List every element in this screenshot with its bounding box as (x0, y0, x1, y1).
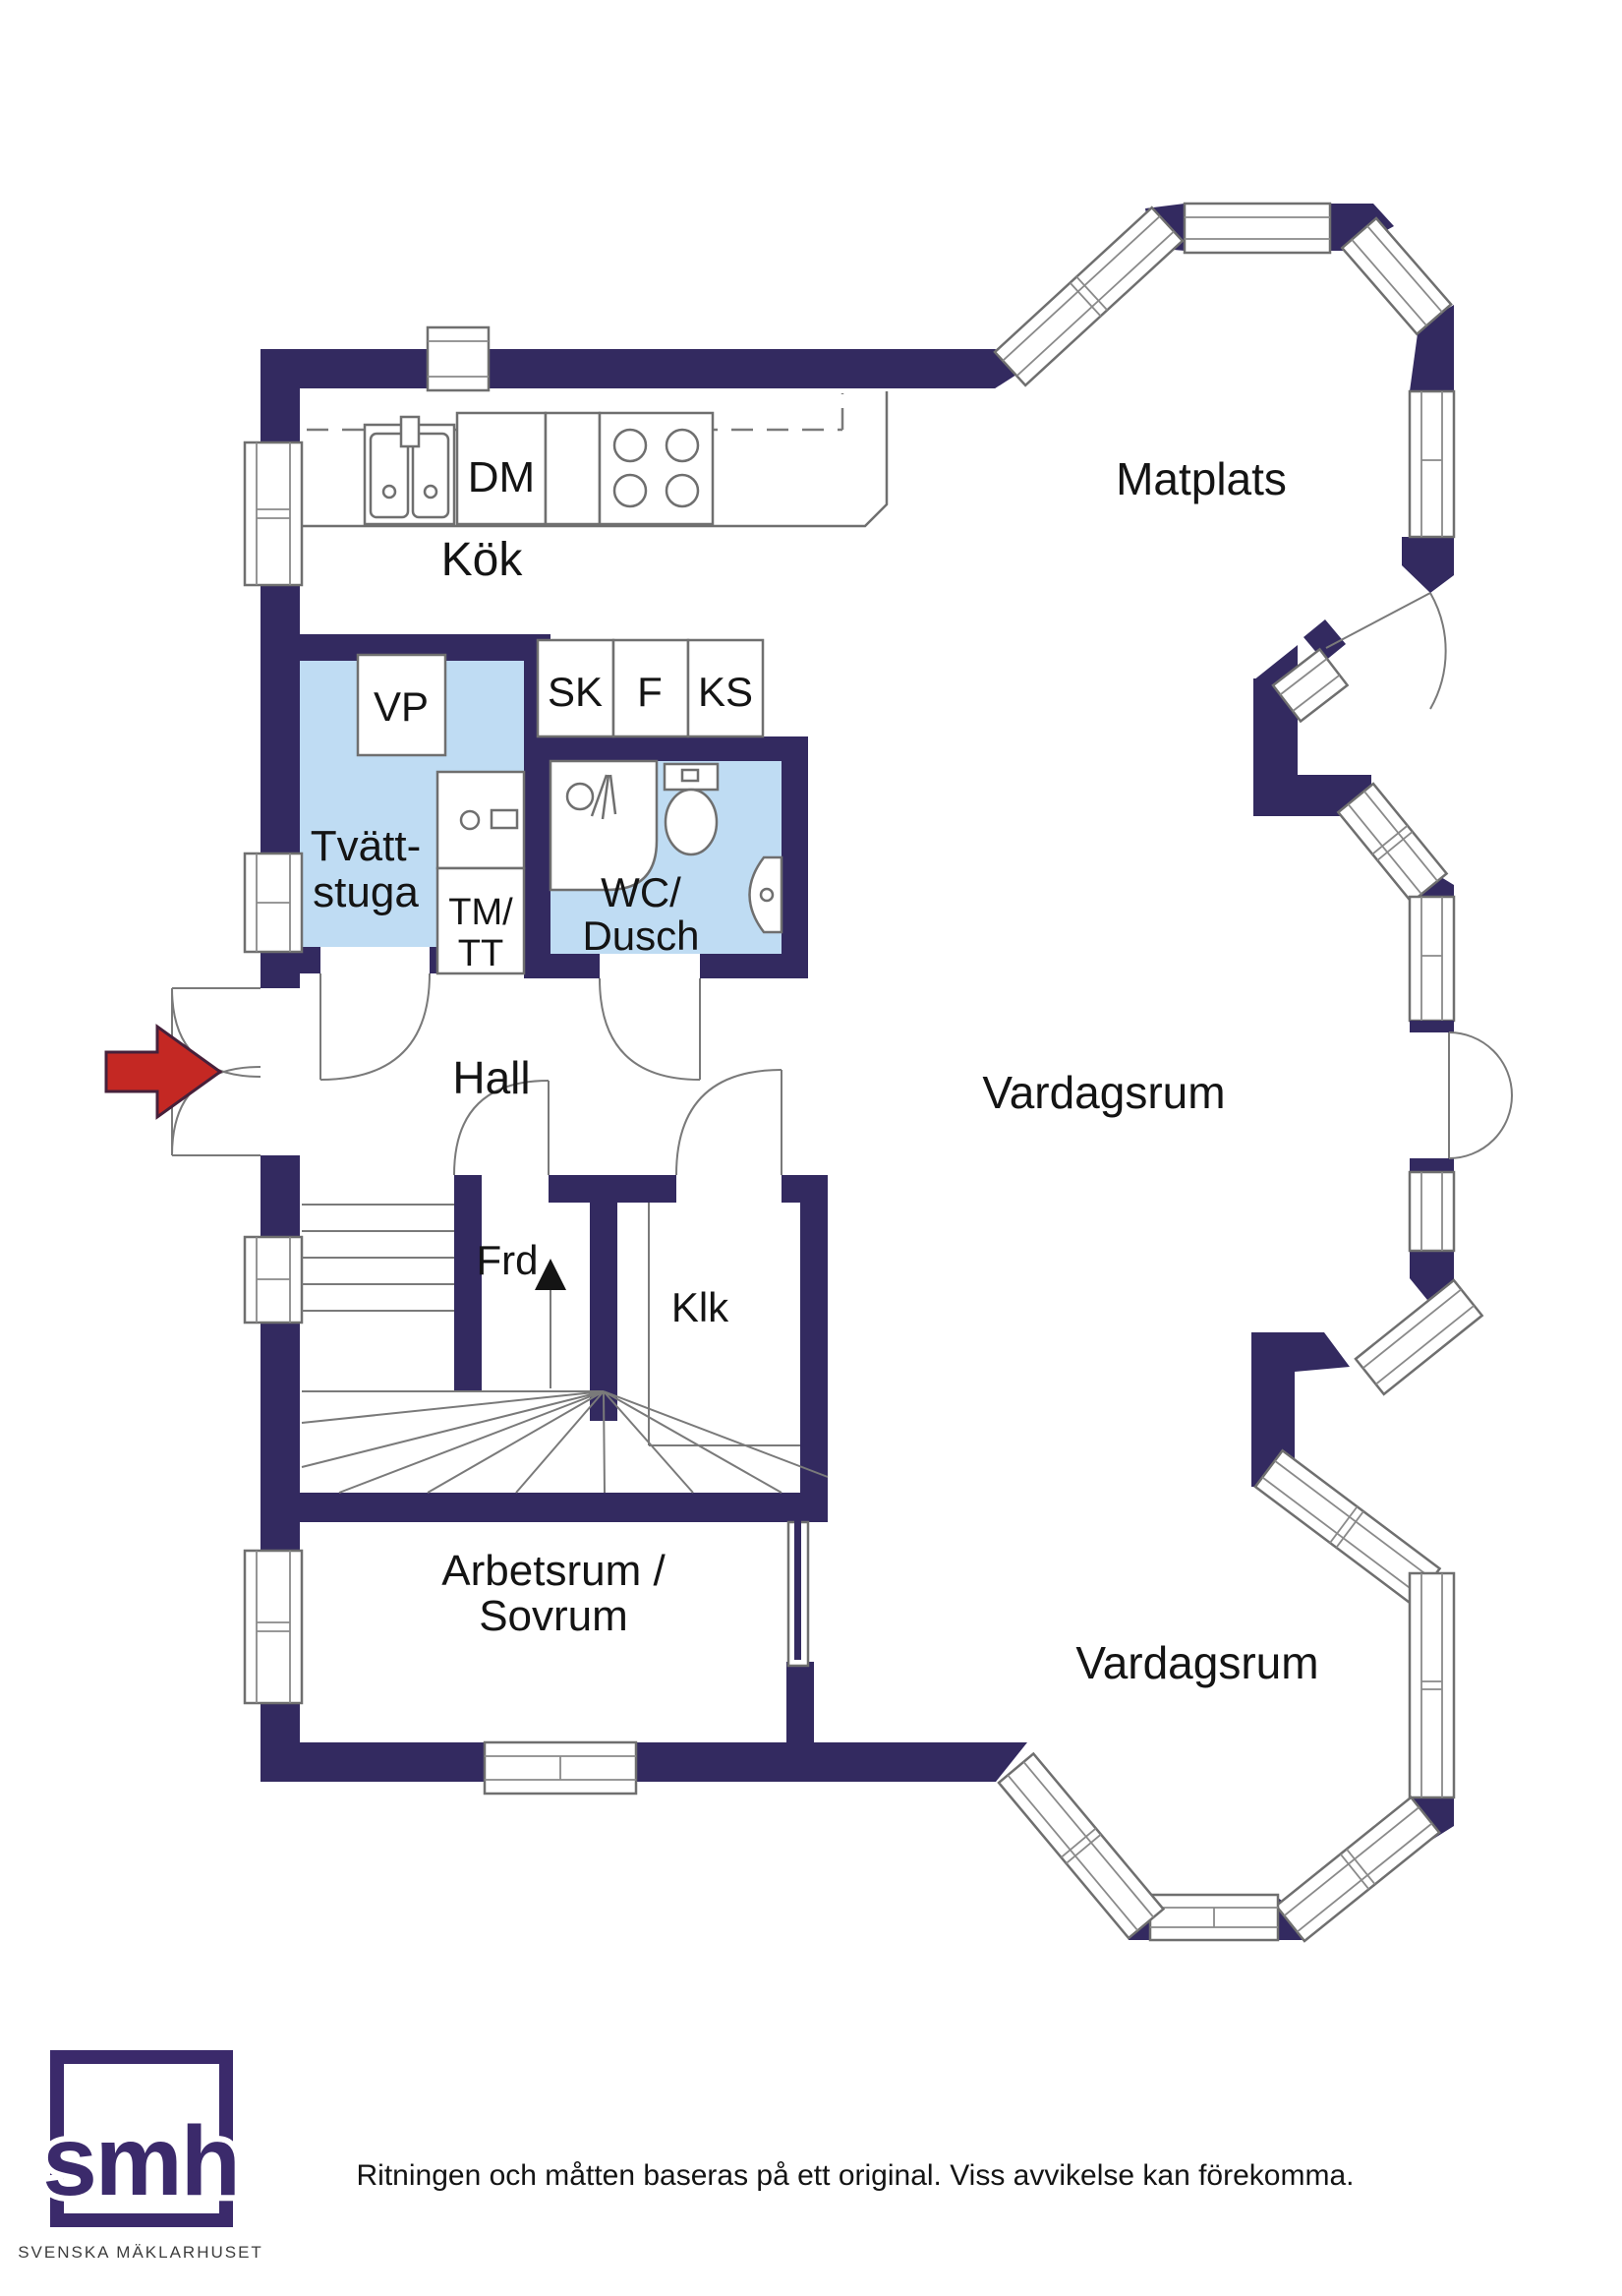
label-tvatt-1: Tvätt- (311, 822, 421, 870)
smh-logo-subtext: SVENSKA MÄKLARHUSET (18, 2243, 263, 2262)
label-vardagsrum-mid: Vardagsrum (982, 1067, 1225, 1118)
window-bay-east (1408, 389, 1456, 539)
window-workroom-bottom (483, 1740, 638, 1796)
window-sill-wall (1410, 1021, 1454, 1032)
room-labels: Kök DM Matplats VP SK F KS Tvätt- stuga … (311, 453, 1319, 1688)
stove (598, 411, 715, 526)
window-lowerbay-east (1408, 1571, 1456, 1799)
smh-logo: smh SVENSKA MÄKLARHUSET (18, 2050, 263, 2262)
windows (243, 202, 1484, 1943)
window-bay-short (1271, 647, 1350, 724)
label-kok: Kök (441, 534, 524, 586)
label-wc-2: Dusch (582, 913, 699, 959)
label-dm: DM (468, 453, 535, 501)
label-matplats: Matplats (1116, 453, 1287, 504)
dining-bay-door (1325, 592, 1447, 710)
window-bay-top (1183, 202, 1332, 255)
label-ks: KS (698, 669, 753, 715)
window-living-east1 (1408, 895, 1456, 1023)
label-vardagsrum-bottom: Vardagsrum (1075, 1637, 1318, 1688)
stairs (301, 1204, 829, 1494)
label-arbetsrum-1: Arbetsrum / (441, 1547, 666, 1595)
smh-logo-text: smh (42, 2106, 239, 2216)
stairs-direction-icon (535, 1259, 566, 1388)
smh-logo-frame (50, 2050, 233, 2227)
toilet (663, 762, 720, 856)
window-notch-upper (1354, 1278, 1484, 1396)
label-sk: SK (548, 669, 603, 715)
label-klk: Klk (671, 1284, 729, 1330)
window-bay-nw (993, 206, 1185, 387)
washer-dryer (435, 770, 526, 870)
entrance-arrow-icon (104, 1024, 223, 1120)
window-stairs-left (243, 1235, 304, 1325)
heat-pump (356, 653, 447, 757)
frd-door (453, 1080, 550, 1176)
laundry-door (319, 972, 431, 1081)
closet-interior (648, 1203, 800, 1446)
klk-door (675, 1069, 782, 1176)
wc-door (599, 977, 701, 1081)
disclaimer-text: Ritningen och måtten baseras på ett orig… (357, 2159, 1355, 2192)
sliding-door (786, 1512, 810, 1668)
living-terrace-door (1448, 1031, 1513, 1159)
wc-fixtures (549, 759, 783, 934)
window-kitchen-top (426, 325, 491, 392)
label-tmtt-1: TM/ (448, 892, 513, 933)
window-laundry-left (243, 852, 304, 954)
kitchen-fixtures (302, 391, 889, 528)
window-workroom-left (243, 1549, 304, 1705)
cabinet-row (536, 638, 765, 738)
window-living-diag1 (1336, 782, 1449, 905)
shower (549, 759, 659, 892)
window-lowerbay-bottom (1148, 1893, 1280, 1942)
tmtt-label-box (435, 866, 526, 975)
window-living-east2 (1408, 1170, 1456, 1253)
kitchen-cabinet (544, 411, 602, 526)
label-tmtt-2: TT (458, 933, 503, 974)
label-arbetsrum-2: Sovrum (479, 1592, 628, 1640)
label-vp: VP (374, 683, 429, 730)
label-wc-1: WC/ (601, 869, 681, 915)
laundry-fixtures (356, 653, 526, 975)
label-hall: Hall (452, 1052, 530, 1103)
wc-sink (748, 855, 783, 934)
cabinet-ks (686, 638, 765, 738)
door-header-wall (1410, 1158, 1454, 1172)
window-lowerbay-se (1274, 1796, 1441, 1943)
kitchen-sink (363, 415, 456, 526)
label-f: F (637, 669, 663, 715)
dishwasher (455, 411, 548, 526)
label-tvatt-2: stuga (313, 868, 419, 916)
window-kitchen-left (243, 441, 304, 587)
cabinet-sk (536, 638, 615, 738)
window-bay-ne (1340, 216, 1453, 336)
label-frd: Frd (477, 1237, 539, 1283)
window-lowerbay-sw (997, 1751, 1166, 1940)
